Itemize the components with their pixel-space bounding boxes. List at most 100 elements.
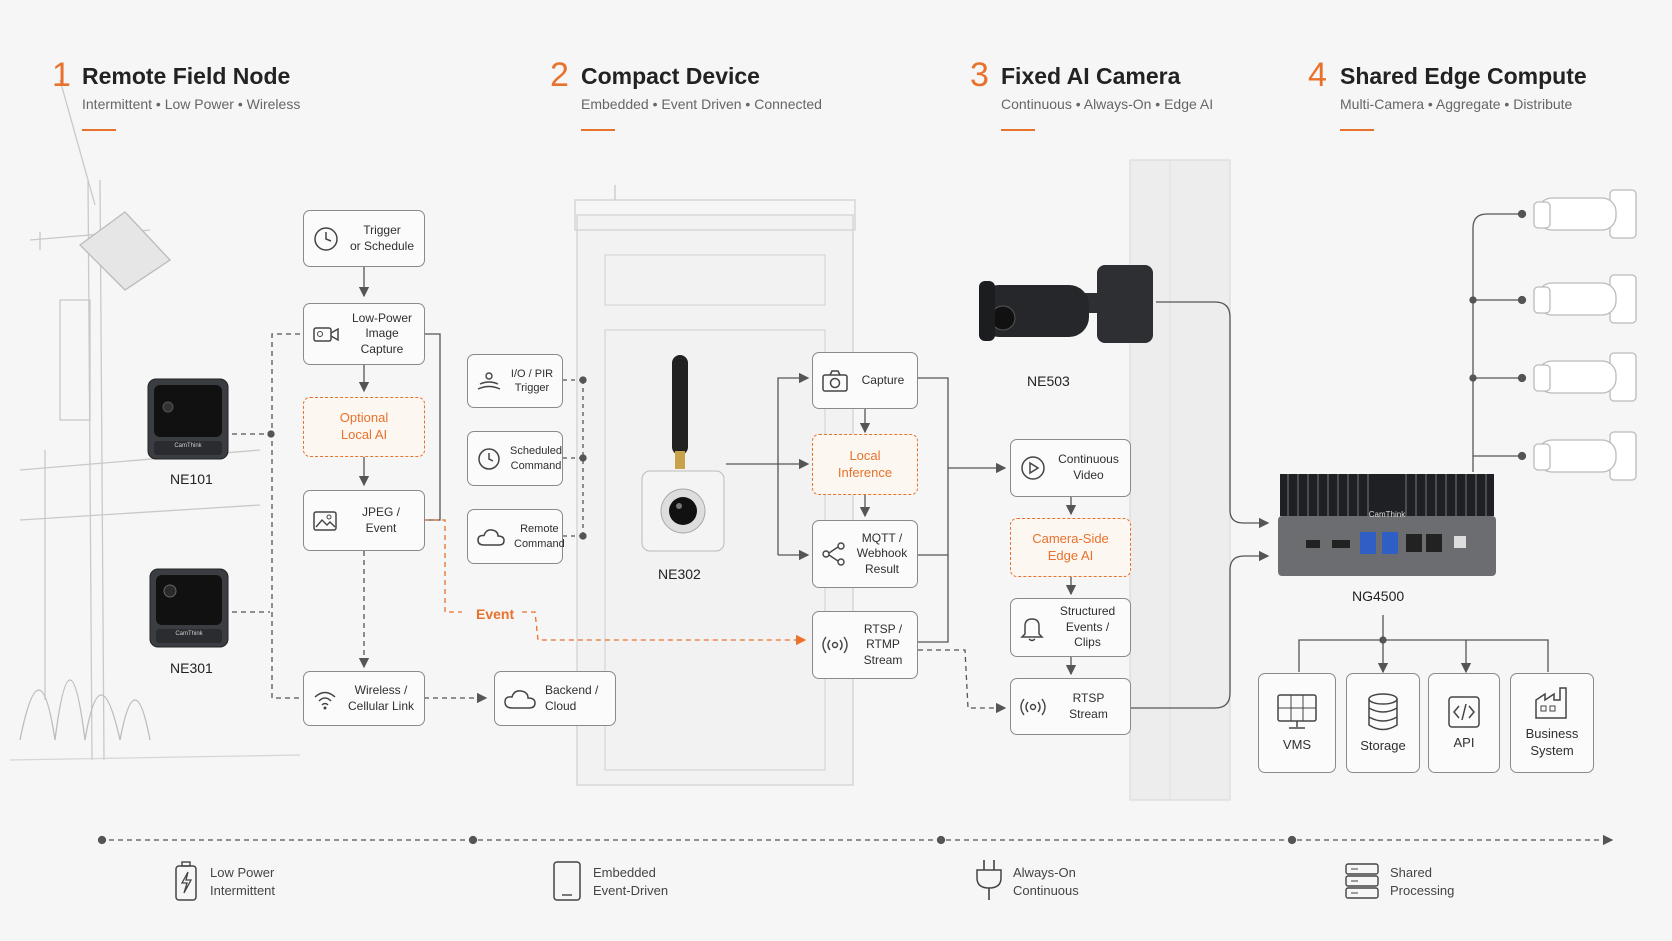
share-icon: [822, 542, 845, 566]
wireless-link-box: Wireless / Cellular Link: [303, 671, 425, 726]
section-number: 3: [970, 56, 989, 94]
box-label: RTSP / RTMP Stream: [863, 621, 903, 667]
box-label: JPEG / Event: [361, 504, 400, 535]
box-label: Scheduled Command: [510, 445, 562, 472]
broadcast-icon: [1020, 698, 1046, 715]
wifi-icon: [314, 691, 336, 709]
factory-icon: [1535, 687, 1567, 719]
broadcast-icon: [822, 636, 848, 654]
local-inference-box: Local Inference: [812, 434, 918, 495]
section-title: Remote Field Node: [82, 63, 291, 89]
section-title: Shared Edge Compute: [1340, 63, 1587, 89]
section-subtitle: Embedded • Event Driven • Connected: [581, 96, 822, 112]
bullet-camera-icon: [1533, 189, 1637, 239]
box-label: Continuous Video: [1058, 452, 1119, 482]
ne302-device: [640, 355, 726, 555]
monitor-grid-icon: [1277, 693, 1317, 729]
ne301-device: CamThink: [148, 567, 230, 649]
ng4500-device: CamThink: [1276, 470, 1498, 580]
bullet-camera-icon: [1533, 352, 1637, 402]
structured-events-box: Structured Events / Clips: [1010, 598, 1131, 657]
event-label: Event: [476, 606, 515, 622]
database-icon: [1368, 692, 1398, 730]
trigger-schedule-box: Trigger or Schedule: [303, 210, 425, 267]
brand-label: CamThink: [1368, 510, 1406, 519]
video-camera-icon: [313, 327, 339, 342]
ne302-label: NE302: [658, 566, 701, 582]
low-power-capture-box: Low-Power Image Capture: [303, 303, 425, 365]
rtsp-rtmp-box: RTSP / RTMP Stream: [812, 611, 918, 679]
business-system-box: Business System: [1510, 673, 1594, 773]
footer-text: Low Power Intermittent: [210, 865, 276, 898]
battery-icon: [175, 861, 197, 901]
box-label: I/O / PIR Trigger: [510, 367, 554, 394]
box-label: MQTT / Webhook Result: [856, 530, 908, 576]
box-label: Low-Power Image Capture: [351, 310, 413, 356]
backend-cloud-box: Backend / Cloud: [494, 671, 616, 726]
clock-icon: [478, 447, 500, 470]
section-number: 1: [52, 56, 71, 94]
io-pir-trigger-box: I/O / PIR Trigger: [467, 354, 563, 408]
ne503-label: NE503: [1027, 373, 1070, 389]
box-label: Storage: [1360, 737, 1406, 753]
section-number: 2: [550, 56, 569, 94]
capture-box: Capture: [812, 352, 918, 409]
box-label: VMS: [1282, 736, 1312, 752]
code-icon: [1448, 695, 1480, 728]
ne101-label: NE101: [170, 471, 213, 487]
footer-text: Embedded Event-Driven: [593, 865, 669, 898]
section-title: Compact Device: [581, 63, 760, 89]
box-label: Optional Local AI: [339, 410, 389, 442]
box-label: Remote Command: [514, 523, 565, 550]
section-number: 4: [1308, 56, 1327, 94]
box-label: Backend / Cloud: [545, 682, 599, 713]
continuous-video-box: Continuous Video: [1010, 439, 1131, 497]
clock-icon: [314, 226, 338, 251]
box-label: Business System: [1525, 726, 1579, 758]
rtsp-stream-box: RTSP Stream: [1010, 678, 1131, 735]
cloud-icon: [504, 689, 536, 709]
brand-label: CamThink: [175, 631, 203, 637]
bullet-camera-icon: [1533, 274, 1637, 324]
section-rule: [82, 129, 116, 131]
image-icon: [313, 510, 337, 531]
mqtt-webhook-box: MQTT / Webhook Result: [812, 520, 918, 588]
vms-box: VMS: [1258, 673, 1336, 773]
box-label: Structured Events / Clips: [1059, 604, 1116, 650]
box-label: RTSP Stream: [1069, 690, 1108, 721]
jpeg-event-box: JPEG / Event: [303, 490, 425, 551]
ng4500-label: NG4500: [1352, 588, 1405, 604]
footer-text: Always-On Continuous: [1013, 865, 1079, 898]
brand-label: CamThink: [174, 443, 202, 449]
section-subtitle: Multi-Camera • Aggregate • Distribute: [1340, 96, 1573, 112]
server-icon: [1345, 863, 1379, 899]
section-rule: [581, 129, 615, 131]
play-icon: [1021, 456, 1045, 480]
section-title: Fixed AI Camera: [1001, 63, 1181, 89]
motion-sensor-icon: [477, 372, 501, 390]
box-label: Wireless / Cellular Link: [347, 682, 415, 713]
section-rule: [1340, 129, 1374, 131]
box-label: Trigger or Schedule: [349, 222, 415, 253]
section-subtitle: Intermittent • Low Power • Wireless: [82, 96, 301, 112]
ne301-label: NE301: [170, 660, 213, 676]
cloud-icon: [477, 528, 505, 546]
section-rule: [1001, 129, 1035, 131]
box-label: Camera-Side Edge AI: [1032, 530, 1109, 563]
scheduled-command-box: Scheduled Command: [467, 431, 563, 486]
bell-icon: [1020, 617, 1044, 641]
tablet-icon: [553, 861, 581, 901]
box-label: Local Inference: [837, 447, 893, 480]
section-subtitle: Continuous • Always-On • Edge AI: [1001, 96, 1214, 112]
box-label: Capture: [861, 372, 905, 387]
ne101-device: CamThink: [146, 377, 230, 461]
box-label: API: [1453, 734, 1475, 750]
storage-box: Storage: [1346, 673, 1420, 773]
bullet-camera-icon: [1533, 431, 1637, 481]
plug-icon: [976, 860, 1002, 900]
camera-icon: [822, 369, 848, 392]
api-box: API: [1428, 673, 1500, 773]
camera-side-edge-ai-box: Camera-Side Edge AI: [1010, 518, 1131, 577]
ne503-camera: [975, 263, 1160, 353]
